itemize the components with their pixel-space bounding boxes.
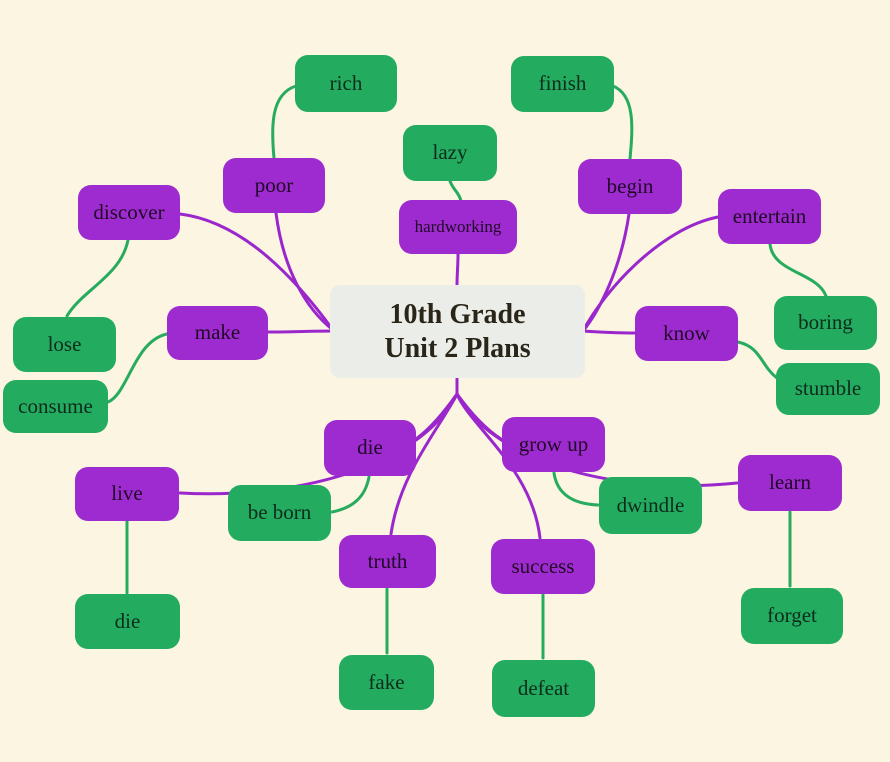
node-rich[interactable]: rich [295, 55, 397, 112]
node-fake[interactable]: fake [339, 655, 434, 710]
node-finish[interactable]: finish [511, 56, 614, 112]
edge-rich-to-poor [271, 84, 298, 160]
node-begin[interactable]: begin [578, 159, 682, 214]
edge-lazy-to-hardworking [448, 179, 463, 203]
node-stumble[interactable]: stumble [776, 363, 880, 415]
node-die-cause[interactable]: die [324, 420, 416, 476]
edge-finish-to-begin [611, 84, 634, 161]
node-make[interactable]: make [167, 306, 268, 360]
edge-entertain-to-central-topic [581, 215, 720, 333]
edge-branch-point-to-grow-up [455, 392, 503, 441]
node-grow-up[interactable]: grow up [502, 417, 605, 472]
node-entertain[interactable]: entertain [718, 189, 821, 244]
edge-make-to-consume [106, 332, 169, 404]
node-learn[interactable]: learn [738, 455, 842, 511]
node-discover[interactable]: discover [78, 185, 180, 240]
edge-die-cause-to-be-born [330, 475, 371, 514]
node-die-effect[interactable]: die [75, 594, 180, 649]
edge-discover-to-central-topic [178, 212, 335, 332]
node-poor[interactable]: poor [223, 158, 325, 213]
node-success[interactable]: success [491, 539, 595, 594]
node-truth[interactable]: truth [339, 535, 436, 588]
edge-know-to-central-topic [581, 329, 637, 335]
edge-poor-to-central-topic [274, 211, 335, 332]
edge-discover-to-lose [65, 238, 130, 318]
node-consume[interactable]: consume [3, 380, 108, 433]
edge-branch-point-to-die-cause [414, 392, 459, 441]
node-be-born[interactable]: be born [228, 485, 331, 541]
node-lazy[interactable]: lazy [403, 125, 497, 181]
edge-hardworking-to-central-topic [455, 252, 460, 288]
edge-make-to-central-topic [266, 329, 335, 334]
central-topic-node[interactable]: 10th Grade Unit 2 Plans [330, 285, 585, 378]
node-dwindle[interactable]: dwindle [599, 477, 702, 534]
edge-branch-point-to-truth [389, 392, 459, 536]
node-forget[interactable]: forget [741, 588, 843, 644]
node-lose[interactable]: lose [13, 317, 116, 372]
edge-entertain-to-boring [768, 242, 828, 298]
edge-begin-to-central-topic [581, 212, 631, 333]
node-boring[interactable]: boring [774, 296, 877, 350]
edge-branch-point-to-success [455, 392, 542, 540]
node-know[interactable]: know [635, 306, 738, 361]
node-live[interactable]: live [75, 467, 179, 521]
edge-grow-up-to-dwindle [552, 471, 600, 507]
node-hardworking[interactable]: hardworking [399, 200, 517, 254]
edge-know-to-stumble [736, 340, 779, 380]
node-defeat[interactable]: defeat [492, 660, 595, 717]
